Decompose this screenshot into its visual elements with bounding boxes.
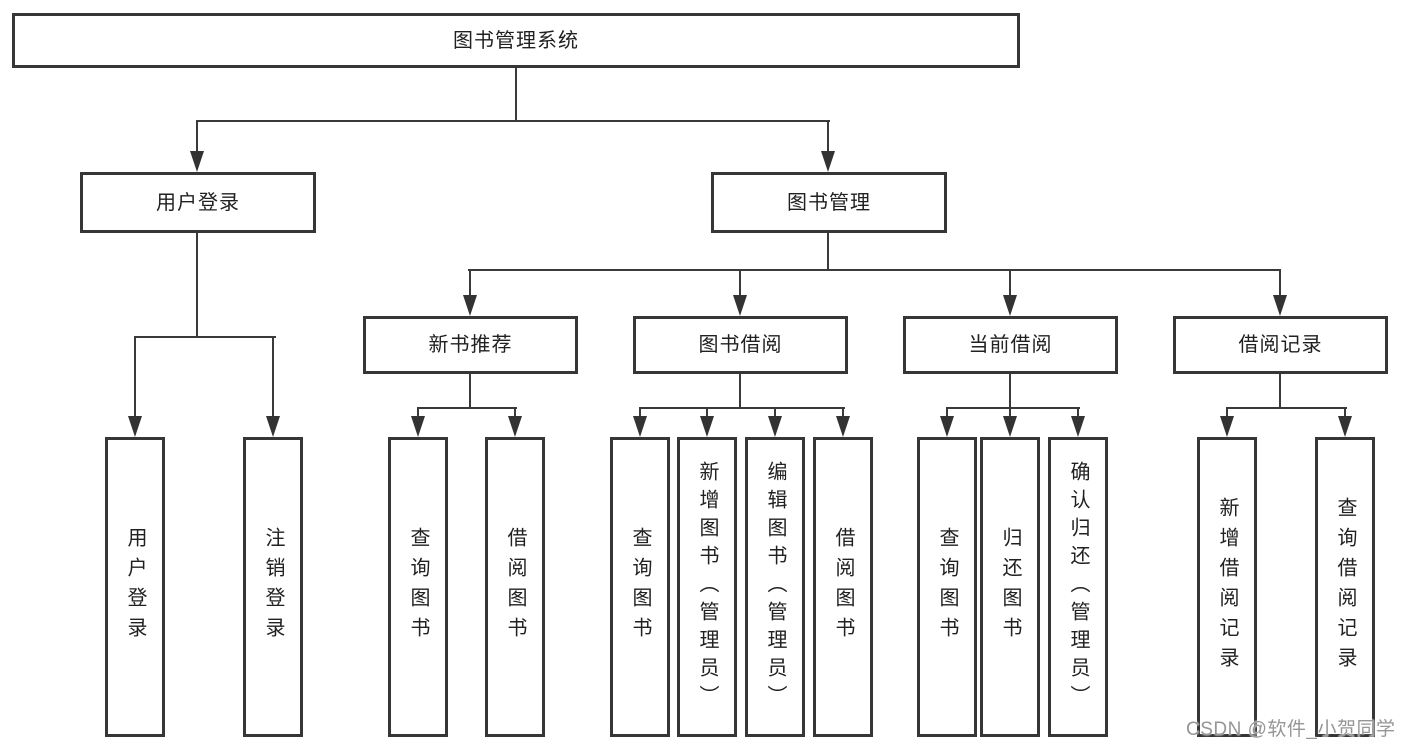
connector-line [1226, 407, 1347, 409]
node-book-management-label: 图书管理 [787, 191, 871, 214]
node-library-system-label: 图书管理系统 [453, 29, 579, 52]
connector-line [639, 407, 641, 421]
leaf-add-borrow-record-label: 新增借阅记录 [1216, 497, 1238, 677]
connector-line [1077, 407, 1079, 421]
node-user-login: 用户登录 [80, 172, 316, 233]
arrow-down-icon [463, 295, 477, 316]
connector-line [417, 407, 419, 421]
node-library-system: 图书管理系统 [12, 13, 1020, 68]
arrow-down-icon [1071, 416, 1085, 437]
leaf-return-books-label: 归还图书 [999, 527, 1021, 647]
leaf-borrow-books-recommend-label: 借阅图书 [504, 527, 526, 647]
arrow-down-icon [1273, 295, 1287, 316]
leaf-add-books-admin: 新增图书（管理员） [677, 437, 737, 737]
arrow-down-icon [836, 416, 850, 437]
connector-line [774, 407, 776, 421]
connector-line [706, 407, 708, 421]
leaf-user-login: 用户登录 [105, 437, 165, 737]
leaf-logout-login: 注销登录 [243, 437, 303, 737]
leaf-query-borrow-record-label: 查询借阅记录 [1334, 497, 1356, 677]
leaf-borrow-books-recommend: 借阅图书 [485, 437, 545, 737]
connector-line [827, 233, 829, 271]
connector-line [827, 120, 829, 156]
connector-line [1009, 374, 1011, 409]
connector-line [196, 233, 198, 338]
connector-line [1279, 269, 1281, 297]
leaf-query-borrow-record: 查询借阅记录 [1315, 437, 1375, 737]
leaf-query-books-borrowing-label: 查询图书 [629, 527, 651, 647]
connector-line [739, 269, 741, 297]
connector-line [639, 407, 845, 409]
arrow-down-icon [1338, 416, 1352, 437]
connector-line [1009, 407, 1011, 421]
leaf-confirm-return-admin: 确认归还（管理员） [1048, 437, 1108, 737]
leaf-query-books-recommend-label: 查询图书 [407, 527, 429, 647]
arrow-down-icon [411, 416, 425, 437]
arrow-down-icon [128, 416, 142, 437]
node-new-book-recommendation-label: 新书推荐 [428, 334, 513, 356]
connector-line [739, 374, 741, 409]
node-borrowing-records-label: 借阅记录 [1238, 334, 1323, 356]
arrow-down-icon [1003, 416, 1017, 437]
connector-line [196, 120, 198, 156]
leaf-query-books-recommend: 查询图书 [388, 437, 448, 737]
leaf-confirm-return-admin-label: 确认归还（管理员） [1067, 461, 1089, 713]
leaf-borrow-books-borrowing: 借阅图书 [813, 437, 873, 737]
leaf-add-books-admin-label: 新增图书（管理员） [696, 461, 718, 713]
node-book-borrowing: 图书借阅 [633, 316, 848, 374]
leaf-add-borrow-record: 新增借阅记录 [1197, 437, 1257, 737]
arrow-down-icon [821, 151, 835, 172]
connector-line [1279, 374, 1281, 409]
connector-line [417, 407, 517, 409]
connector-line [946, 407, 1080, 409]
connector-line [272, 336, 274, 420]
connector-line [842, 407, 844, 421]
arrow-down-icon [266, 416, 280, 437]
arrow-down-icon [190, 151, 204, 172]
arrow-down-icon [1220, 416, 1234, 437]
arrow-down-icon [508, 416, 522, 437]
leaf-edit-books-admin: 编辑图书（管理员） [745, 437, 805, 737]
leaf-query-books-current: 查询图书 [917, 437, 977, 737]
arrow-down-icon [700, 416, 714, 437]
connector-line [134, 336, 276, 338]
connector-line [515, 68, 517, 121]
node-borrowing-records: 借阅记录 [1173, 316, 1388, 374]
leaf-return-books: 归还图书 [980, 437, 1040, 737]
connector-line [468, 269, 1280, 271]
leaf-query-books-borrowing: 查询图书 [610, 437, 670, 737]
leaf-borrow-books-borrowing-label: 借阅图书 [832, 527, 854, 647]
connector-line [469, 269, 471, 297]
arrow-down-icon [633, 416, 647, 437]
leaf-edit-books-admin-label: 编辑图书（管理员） [764, 461, 786, 713]
node-current-borrowing: 当前借阅 [903, 316, 1118, 374]
arrow-down-icon [733, 295, 747, 316]
connector-line [514, 407, 516, 421]
connector-line [469, 374, 471, 409]
node-book-management: 图书管理 [711, 172, 947, 233]
node-new-book-recommendation: 新书推荐 [363, 316, 578, 374]
watermark: CSDN @软件_小贺同学 [1186, 719, 1396, 740]
node-current-borrowing-label: 当前借阅 [968, 334, 1053, 356]
arrow-down-icon [768, 416, 782, 437]
connector-line [196, 120, 830, 122]
node-book-borrowing-label: 图书借阅 [698, 334, 783, 356]
connector-line [134, 336, 136, 420]
connector-line [1226, 407, 1228, 421]
connector-line [1344, 407, 1346, 421]
connector-line [1009, 269, 1011, 297]
connector-line [946, 407, 948, 421]
leaf-user-login-label: 用户登录 [124, 527, 146, 647]
node-user-login-label: 用户登录 [156, 191, 240, 214]
leaf-query-books-current-label: 查询图书 [936, 527, 958, 647]
arrow-down-icon [1003, 295, 1017, 316]
leaf-logout-login-label: 注销登录 [262, 527, 284, 647]
arrow-down-icon [940, 416, 954, 437]
